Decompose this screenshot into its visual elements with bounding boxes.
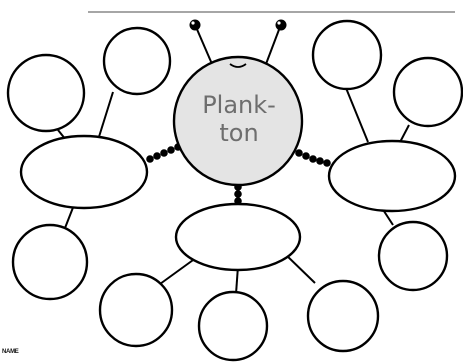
detail-circle-top-left-inner[interactable] xyxy=(102,26,172,96)
bead-chain-bottom xyxy=(234,183,242,205)
detail-circle-bottom-left[interactable] xyxy=(98,272,174,348)
connector-lines xyxy=(57,26,410,295)
center-bubble-smile xyxy=(229,63,247,68)
detail-circle-bottom-center[interactable] xyxy=(197,290,269,362)
antenna-tip-left xyxy=(189,19,201,31)
detail-circle-top-left-outer[interactable] xyxy=(6,53,86,133)
detail-circle-bottom-right[interactable] xyxy=(306,279,380,353)
topic-ellipse-right[interactable] xyxy=(327,139,457,213)
center-label-line2: ton xyxy=(219,119,258,147)
detail-circle-right-bottom[interactable] xyxy=(377,220,449,292)
center-bubble xyxy=(172,55,304,187)
detail-circle-top-right-inner[interactable] xyxy=(311,19,383,91)
detail-circle-left-bottom[interactable] xyxy=(11,223,89,301)
topic-ellipse-left[interactable] xyxy=(19,134,149,210)
name-label: NAME xyxy=(2,349,19,355)
bead-chain-right xyxy=(295,149,331,167)
antenna-tip-right xyxy=(275,19,287,31)
bead-chain-left xyxy=(146,143,182,163)
detail-circle-top-right-outer[interactable] xyxy=(392,56,463,128)
topic-ellipse-bottom[interactable] xyxy=(174,202,302,272)
center-label-line1: Plank- xyxy=(202,91,276,119)
